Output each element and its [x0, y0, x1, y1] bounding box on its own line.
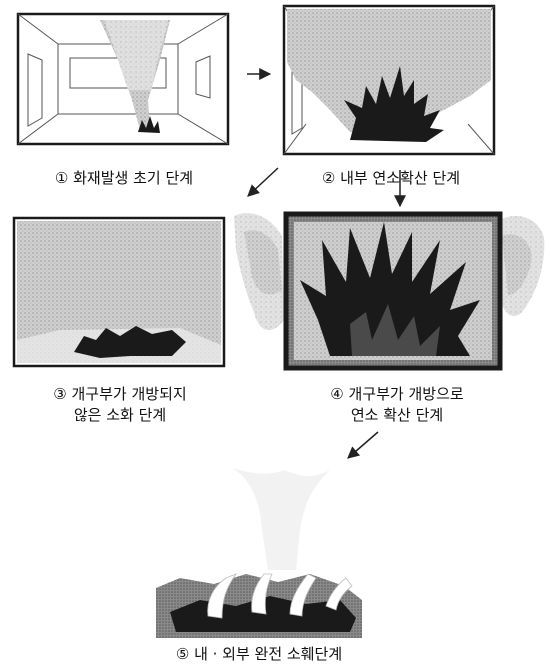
large-flames — [300, 222, 480, 356]
flame-inner — [350, 304, 440, 356]
caption-line: ⑤ 내 · 외부 완전 소훼단계 — [175, 645, 343, 663]
caption-line: 연소 확산 단계 — [350, 406, 444, 424]
smoke-plume — [104, 20, 168, 90]
outside-smoke-right-dark — [502, 234, 532, 296]
remaining-smoke — [232, 468, 330, 570]
small-flame — [138, 116, 160, 133]
caption-line: ② 내부 연소확산 단계 — [321, 169, 461, 187]
stage-4-caption: ④ 개구부가 개방으로 연소 확산 단계 — [290, 384, 504, 426]
stage-2-illustration — [282, 4, 496, 156]
stage-1-caption: ① 화재발생 초기 단계 — [18, 168, 230, 189]
smoke-wisps — [207, 573, 353, 619]
caption-line: ③ 개구부가 개방되지 — [53, 385, 187, 403]
arrow-stage4-to-stage5 — [347, 431, 379, 459]
caption-line: ① 화재발생 초기 단계 — [54, 169, 194, 187]
stage-5-illustration — [156, 468, 362, 638]
stage-4-illustration — [234, 211, 545, 371]
stage-2-caption: ② 내부 연소확산 단계 — [284, 168, 498, 189]
smoldering-fire — [74, 326, 186, 358]
stage-3-caption: ③ 개구부가 개방되지 않은 소화 단계 — [14, 384, 226, 426]
arrow-stage2-to-stage3 — [247, 167, 279, 197]
stage-1-illustration — [16, 12, 230, 146]
caption-line: 않은 소화 단계 — [73, 406, 167, 424]
stage-3-illustration — [12, 216, 226, 368]
smoke-layer — [287, 9, 491, 140]
outside-smoke-left-dark — [244, 230, 282, 295]
flames — [344, 66, 444, 142]
caption-line: ④ 개구부가 개방으로 — [330, 385, 464, 403]
stage-5-caption: ⑤ 내 · 외부 완전 소훼단계 — [150, 644, 368, 665]
